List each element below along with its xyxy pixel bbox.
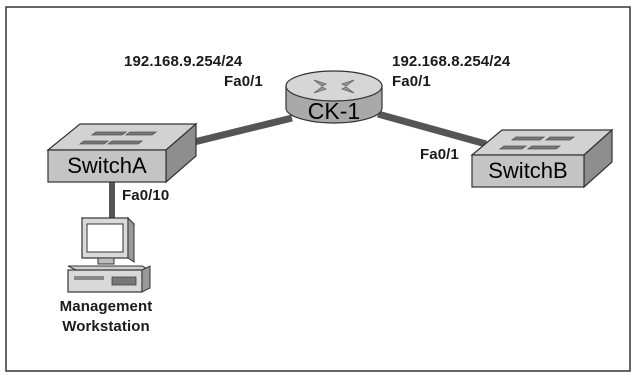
link-router-switchb — [377, 110, 487, 148]
switch-b — [470, 128, 614, 189]
router-right-ip-label: 192.168.8.254/24 — [392, 53, 511, 70]
router-ck-1 — [285, 70, 383, 124]
link-switcha-router — [185, 114, 293, 148]
router-left-ip-label: 192.168.9.254/24 — [124, 53, 243, 70]
workstation-label-line2: Workstation — [62, 318, 150, 335]
workstation-label: Management Workstation — [46, 297, 166, 337]
management-workstation-icon — [67, 216, 151, 293]
switch-a-name-label: SwitchA — [67, 153, 147, 178]
workstation-label-line1: Management — [59, 298, 153, 315]
router-left-port-label: Fa0/1 — [224, 73, 263, 90]
switch-b-uplink-port-label: Fa0/1 — [420, 146, 459, 163]
switch-b-name-label: SwitchB — [488, 158, 568, 183]
diagram-frame — [5, 6, 631, 372]
router-right-port-label: Fa0/1 — [392, 73, 431, 90]
router-name-label: CK-1 — [307, 98, 361, 124]
switch-a — [46, 122, 198, 184]
switch-a-access-port-label: Fa0/10 — [122, 187, 170, 204]
